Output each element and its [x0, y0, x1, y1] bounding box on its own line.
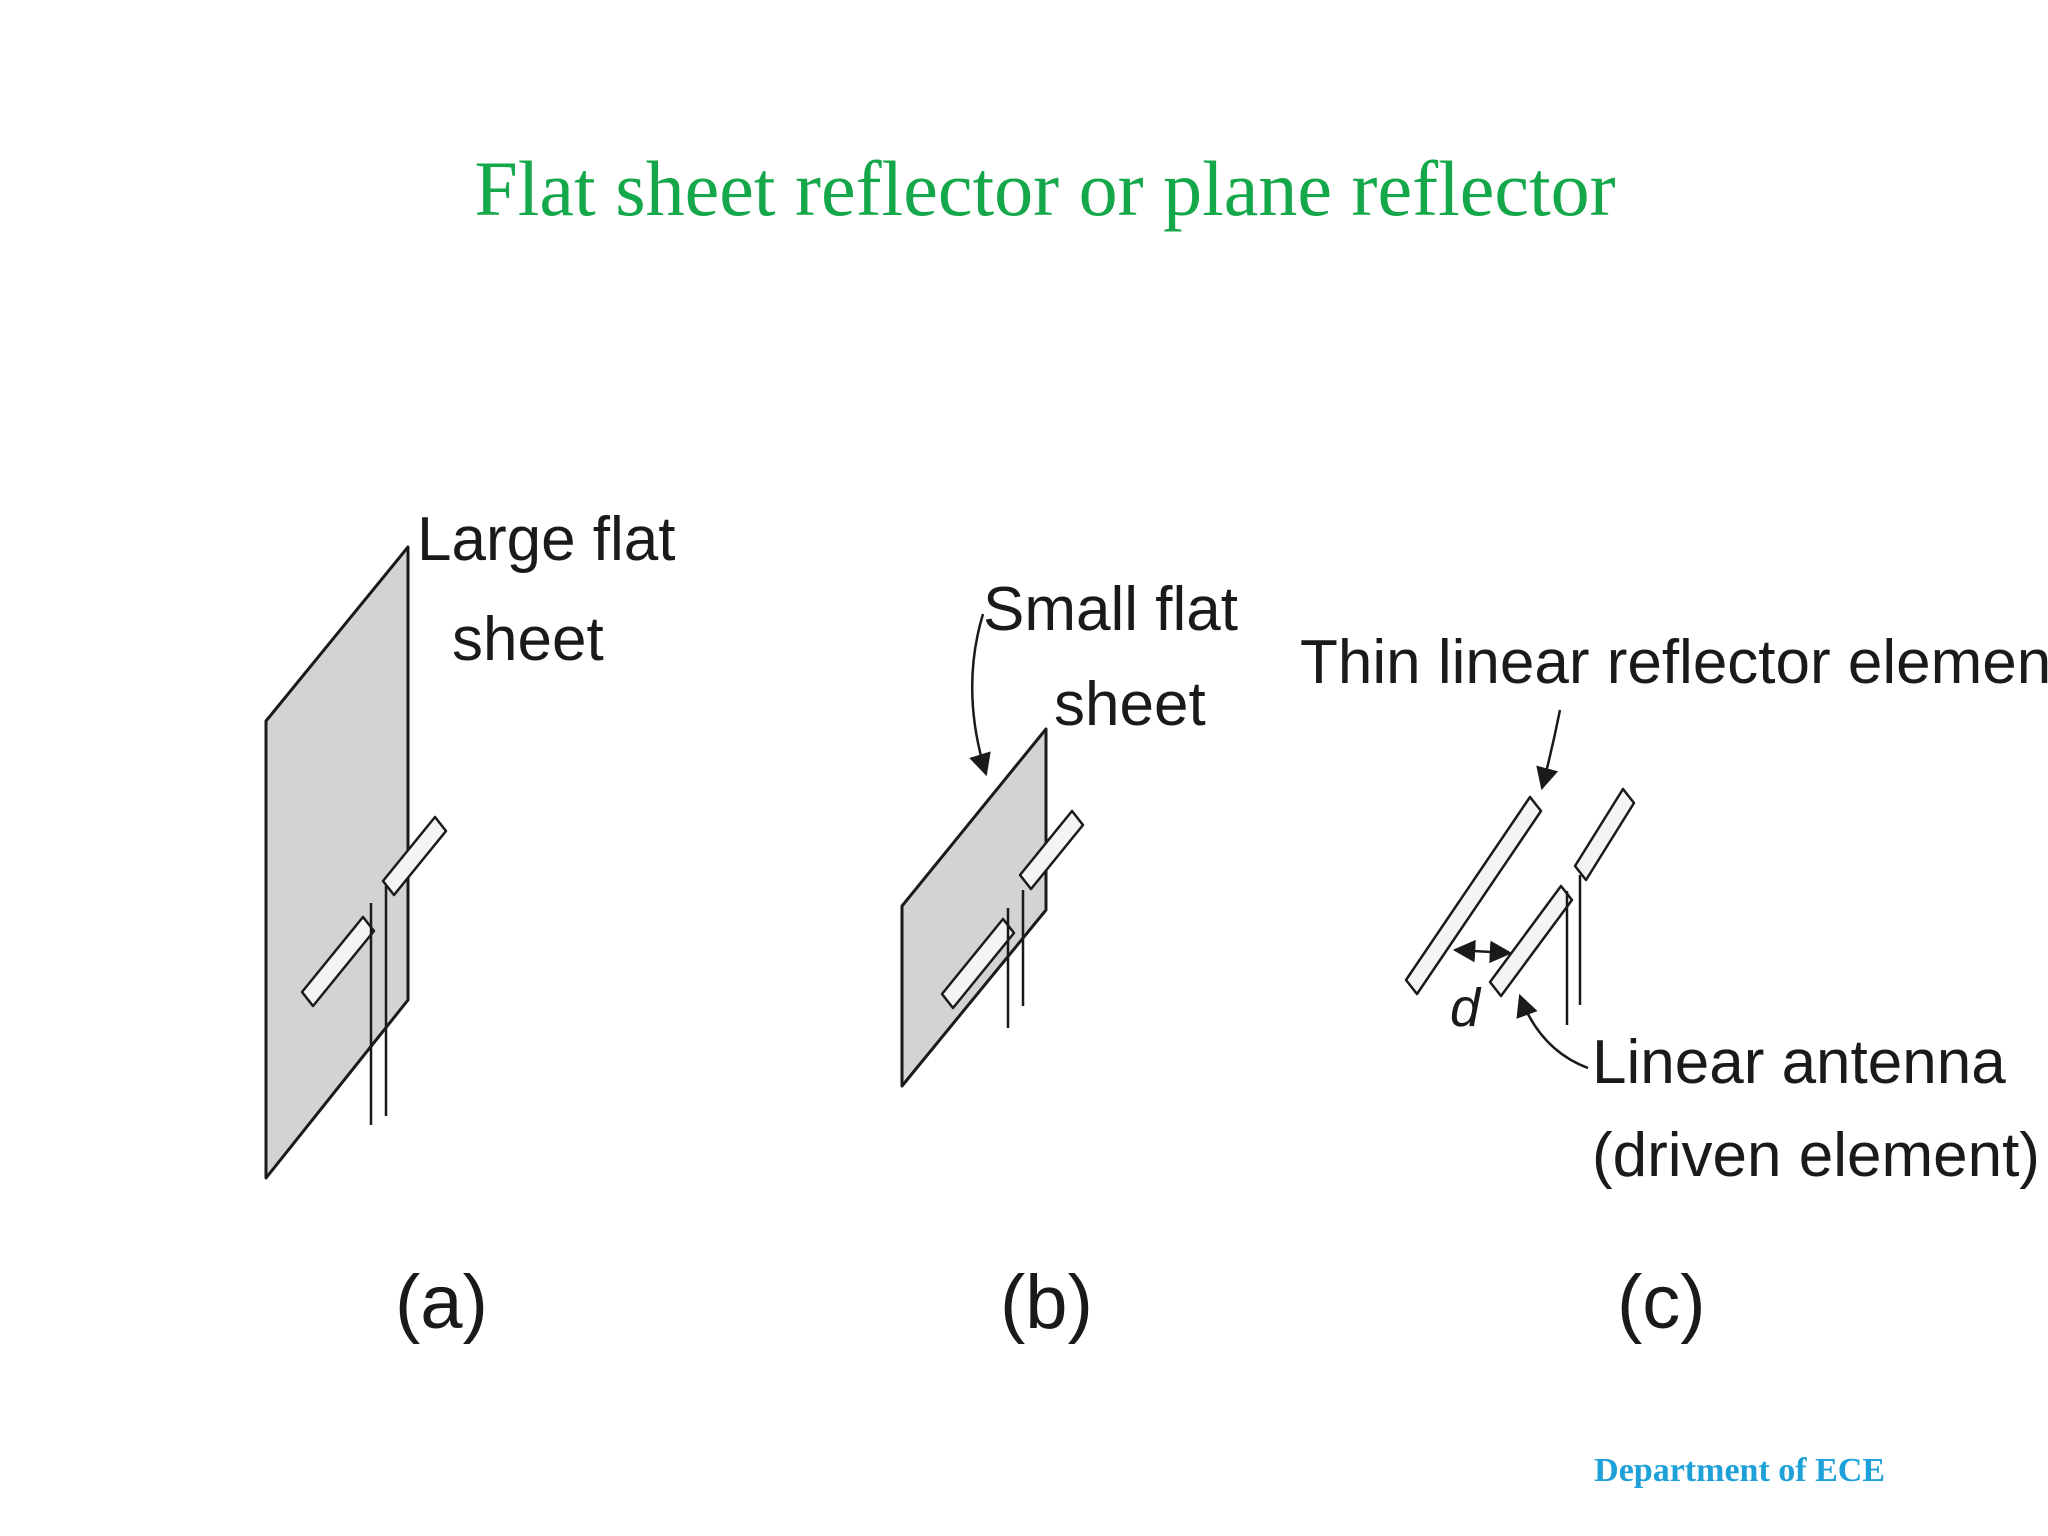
driven-rod-upper-c — [1573, 787, 1636, 882]
large-flat-label-line1: Large flat — [417, 505, 676, 574]
reflector-leader-arrow — [1536, 709, 1562, 791]
small-flat-label-line2: sheet — [1054, 670, 1206, 739]
dipole-rod-lower-b — [940, 917, 1016, 1010]
caption-a: (a) — [395, 1260, 488, 1345]
linear-antenna-label-line1: Linear antenna — [1592, 1028, 2006, 1097]
spacing-d-label: d — [1450, 978, 1482, 1038]
dipole-rod-upper-a — [381, 815, 448, 897]
large-flat-sheet — [264, 545, 410, 1180]
small-flat-sheet — [900, 727, 1048, 1088]
caption-b: (b) — [1000, 1260, 1093, 1345]
slide-title: Flat sheet reflector or plane reflector — [474, 145, 1616, 232]
dipole-rod-lower-a — [300, 915, 376, 1008]
reflector-element-label: Thin linear reflector element — [1300, 628, 2048, 697]
thin-reflector-element — [1404, 795, 1543, 996]
footer-department: Department of ECE — [1594, 1452, 1885, 1489]
figure-b: Small flat sheet (b) — [900, 575, 1238, 1345]
spacing-d-arrow — [1452, 939, 1513, 964]
linear-antenna-label-line2: (driven element) — [1592, 1121, 2040, 1190]
driven-rod-lower-c — [1488, 884, 1574, 998]
large-flat-label-line2: sheet — [452, 605, 604, 674]
small-flat-label-line1: Small flat — [983, 575, 1238, 644]
figure-a: Large flat sheet (a) — [264, 505, 676, 1345]
figure-c: d Thin linear reflector element Linear a… — [1300, 628, 2048, 1345]
small-flat-leader-arrow — [969, 613, 991, 777]
antenna-leader-arrow — [1516, 993, 1589, 1070]
caption-c: (c) — [1617, 1260, 1706, 1345]
dipole-rod-upper-b — [1018, 809, 1085, 891]
